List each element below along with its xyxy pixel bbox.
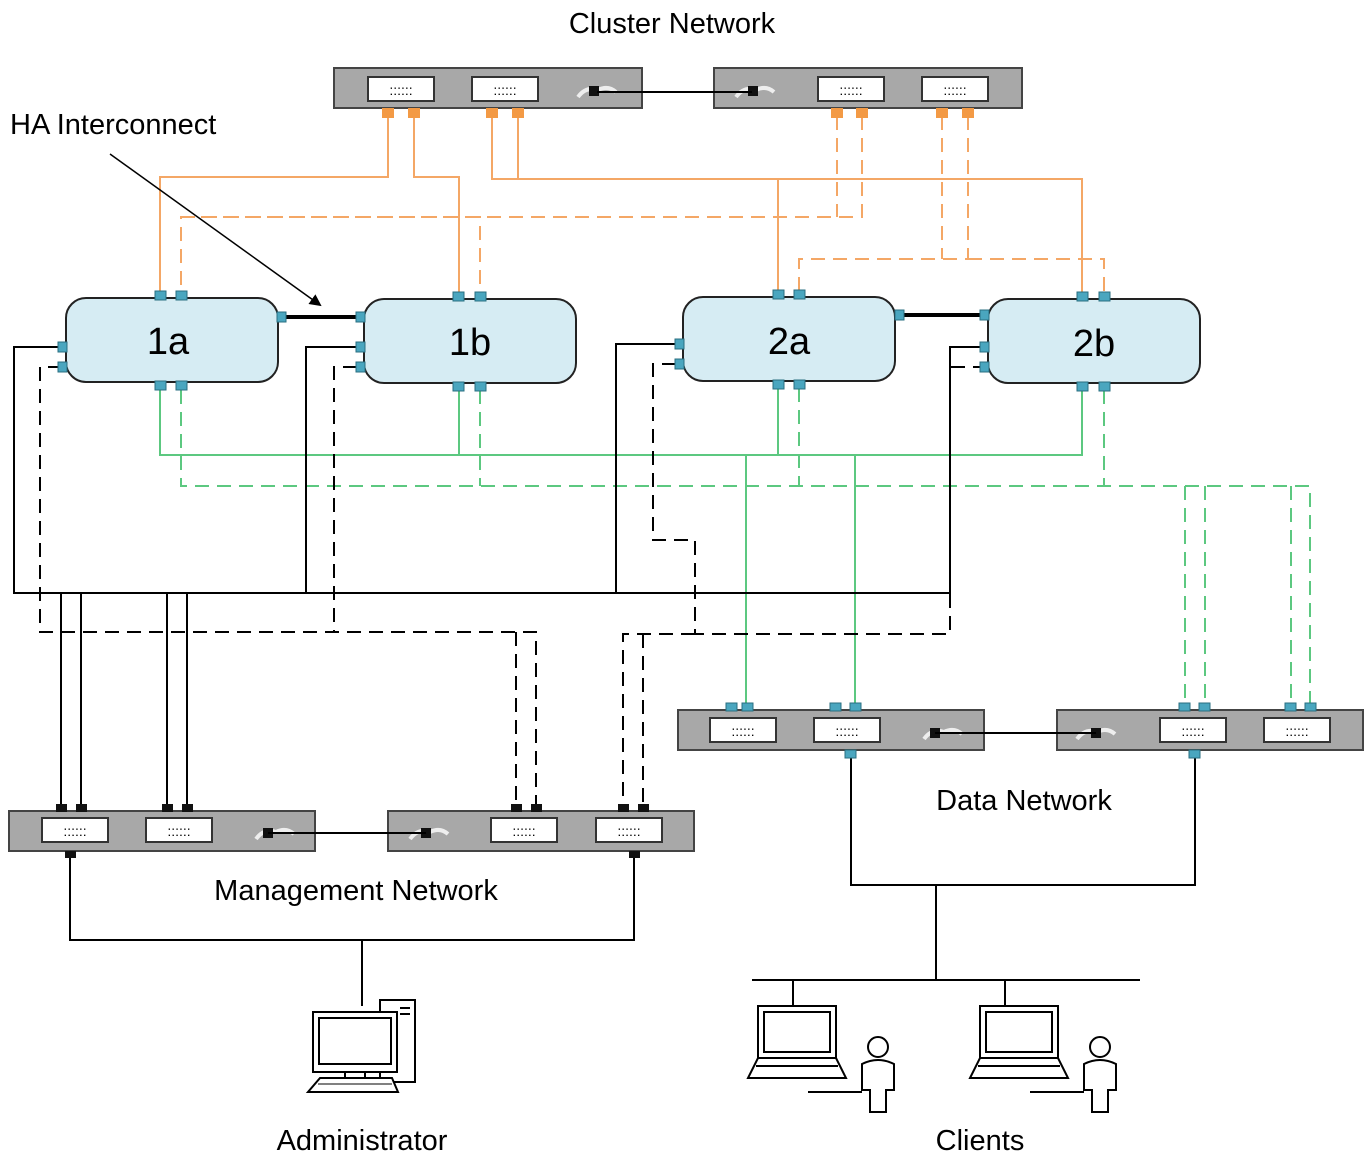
- switch-port-block: [145, 817, 213, 843]
- cluster-network-label: Cluster Network: [569, 8, 776, 40]
- mgmt-link-dashed: [39, 366, 537, 805]
- client-laptop-icon-1: [746, 1005, 848, 1079]
- client-user-icon-2: [1030, 1036, 1117, 1113]
- ha-pointer-arrow: [109, 153, 322, 307]
- cluster-link: [517, 116, 1083, 292]
- client-laptop-icon-2: [968, 1005, 1070, 1079]
- data-link-dashed: [180, 390, 1311, 707]
- node-1a: 1a: [57, 290, 287, 391]
- ha-interconnect-label: HA Interconnect: [10, 109, 216, 141]
- administrator-label: Administrator: [277, 1125, 448, 1154]
- cluster-link-dashed: [181, 216, 481, 292]
- data-link: [159, 390, 1083, 456]
- data-switch-1: :::::: ::::::: [677, 702, 985, 759]
- clients-label: Clients: [936, 1125, 1025, 1154]
- switch-port-block: [921, 76, 989, 102]
- cluster-switch-1: :::::: ::::::: [333, 67, 643, 118]
- mgmt-link: [305, 346, 357, 593]
- node-label: 1a: [147, 321, 190, 363]
- svg-text:::::::: ::::::: [1285, 723, 1308, 739]
- cluster-link-dashed: [180, 116, 863, 292]
- mgmt-link-dashed: [622, 633, 695, 805]
- node-2b: 2b: [979, 291, 1201, 392]
- data-links: [159, 388, 1311, 707]
- data-network-label: Data Network: [936, 785, 1112, 817]
- svg-text:::::::: ::::::: [839, 82, 862, 98]
- mgmt-link: [13, 346, 982, 594]
- data-switch-2: :::::: ::::::: [1056, 702, 1364, 759]
- cluster-link-dashed: [798, 116, 969, 290]
- management-network-label: Management Network: [214, 875, 498, 907]
- mgmt-link-dashed: [333, 366, 357, 632]
- svg-text:::::::: ::::::: [943, 82, 966, 98]
- switch-port-block: [817, 76, 885, 102]
- switch-port-block: [1159, 717, 1227, 743]
- switch-port-block: [367, 76, 435, 102]
- svg-text:::::::: ::::::: [512, 823, 535, 839]
- node-label: 2a: [768, 321, 811, 363]
- cluster-link: [413, 116, 460, 292]
- svg-text:::::::: ::::::: [167, 823, 190, 839]
- administrator-computer-icon: [305, 999, 416, 1093]
- switch-port-block: [471, 76, 539, 102]
- admin-uplink: [69, 852, 635, 941]
- mgmt-switch-2: :::::: ::::::: [387, 804, 695, 858]
- svg-text:::::::: ::::::: [63, 823, 86, 839]
- node-2a: 2a: [674, 289, 905, 390]
- mgmt-link-dashed: [652, 363, 982, 635]
- svg-text:::::::: ::::::: [389, 82, 412, 98]
- switch-port-block: [1263, 717, 1331, 743]
- node-label: 1b: [449, 322, 491, 364]
- svg-text:::::::: ::::::: [731, 723, 754, 739]
- switch-port-block: [490, 817, 558, 843]
- cluster-switch-2: :::::: ::::::: [713, 67, 1023, 118]
- switch-port-block: [813, 717, 881, 743]
- cluster-link: [159, 116, 389, 292]
- svg-text:::::::: ::::::: [1181, 723, 1204, 739]
- svg-text:::::::: ::::::: [617, 823, 640, 839]
- clients-uplink: [850, 754, 1196, 886]
- client-user-icon-1: [808, 1036, 895, 1113]
- cluster-links: [159, 116, 1105, 292]
- switch-port-block: [595, 817, 663, 843]
- switch-port-block: [709, 717, 777, 743]
- node-1b: 1b: [355, 291, 577, 392]
- management-links: [13, 343, 982, 805]
- mgmt-link: [615, 343, 676, 593]
- svg-text:::::::: ::::::: [493, 82, 516, 98]
- svg-text:::::::: ::::::: [835, 723, 858, 739]
- cluster-link-dashed: [968, 258, 1105, 292]
- switch-port-block: [41, 817, 109, 843]
- node-label: 2b: [1073, 323, 1115, 365]
- cluster-link: [491, 116, 779, 290]
- mgmt-switch-1: :::::: ::::::: [8, 804, 316, 858]
